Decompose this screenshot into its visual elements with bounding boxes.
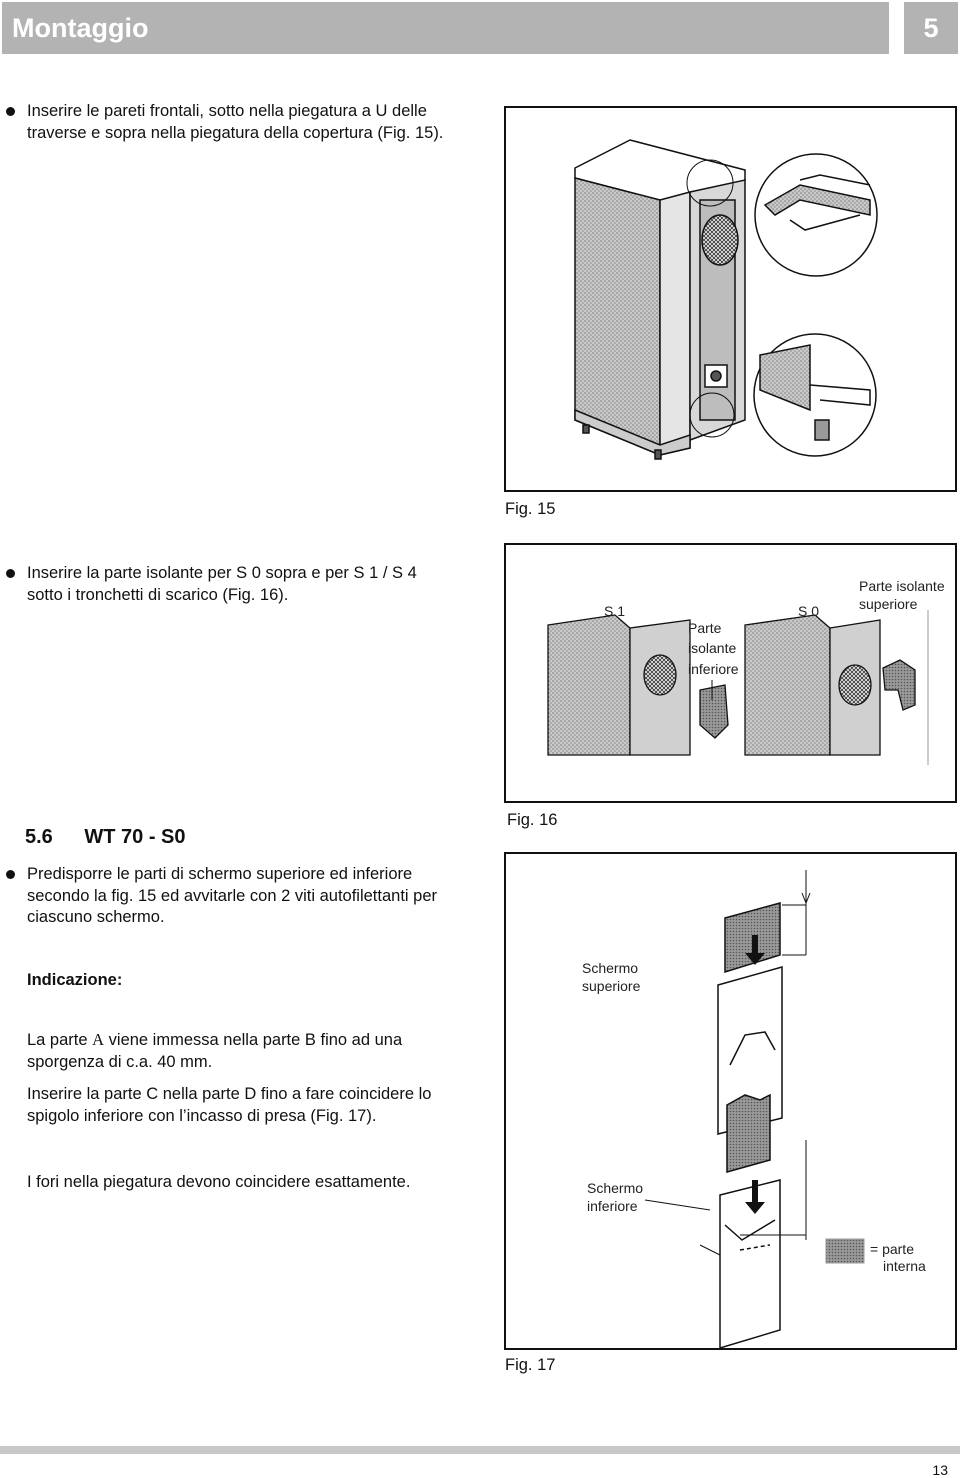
instruction-insulation: Inserire la parte isolante per S 0 sopra… [6,563,457,606]
screen-upper-drawing [717,902,783,1173]
label-upper-screen-2: superiore [582,978,641,994]
label-s0: S 0 [798,603,820,619]
screen-lower-drawing [719,1179,781,1350]
label-upper-insulation-1: Parte isolante [859,578,945,594]
note-text: viene immessa nella parte B fino ad una … [27,1031,403,1071]
legend-text-1: = parte [870,1241,914,1257]
label-lower-insulation-2: isolante [688,640,737,656]
note-paragraph-1: La parte A viene immessa nella parte B f… [27,1029,467,1073]
figure-15-caption: Fig. 15 [505,500,556,518]
note-text: La parte [27,1031,93,1049]
label-lower-screen-1: Schermo [587,1180,644,1196]
arrow-down-icon [745,1180,765,1214]
stove-s1-drawing [547,614,729,756]
section-number: 5.6 [25,826,53,848]
label-lower-insulation-1: Parte [688,620,722,636]
figure-16-caption: Fig. 16 [507,811,558,829]
label-upper-screen-1: Schermo [582,960,639,976]
part-letter: A [92,1030,105,1049]
detail-top-circle [754,153,878,277]
label-lower-insulation-3: inferiore [688,661,739,677]
label-lower-screen-2: inferiore [587,1198,638,1214]
dimension-lines [644,870,811,1256]
instruction-screens: Predisporre le parti di schermo superior… [6,864,457,929]
stove-s0-drawing [744,614,916,756]
label-s1: S 1 [604,603,626,619]
footer-bar [0,1446,960,1454]
section-title: WT 70 - S0 [84,826,186,848]
chapter-title: Montaggio [2,2,889,54]
instruction-front-walls: Inserire le pareti frontali, sotto nella… [6,101,457,144]
arrow-down-icon [745,935,765,965]
legend-swatch [825,1238,865,1264]
cabinet-drawing [574,139,746,460]
figure-17-caption: Fig. 17 [505,1356,556,1374]
chapter-number: 5 [904,2,958,54]
note-paragraph-3: I fori nella piegatura devono coincidere… [27,1173,411,1191]
note-paragraph-2: Inserire la parte C nella parte D fino a… [27,1085,432,1125]
label-upper-insulation-2: superiore [859,596,918,612]
legend-text-2: interna [883,1258,926,1274]
detail-bottom-circle [753,333,877,457]
section-heading: 5.6 WT 70 - S0 [25,826,186,849]
note-heading: Indicazione: [27,971,123,989]
page-number: 13 [932,1462,948,1478]
